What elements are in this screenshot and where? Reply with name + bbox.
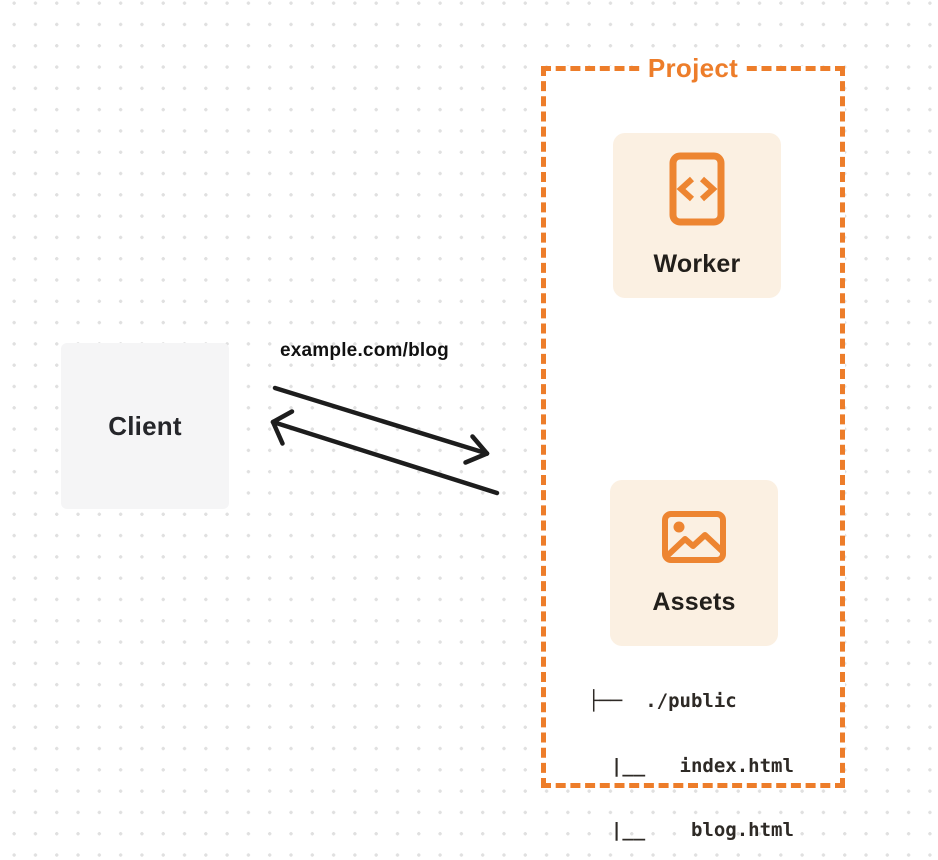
client-label: Client [108,410,182,441]
assets-label: Assets [652,587,736,616]
file-tree-line: |__ index.html [588,754,794,777]
project-label: Project [640,54,746,82]
worker-label: Worker [653,250,741,278]
worker-node: Worker [613,133,781,298]
client-node: Client [61,343,229,509]
request-arrow [272,385,490,465]
assets-node: Assets [610,480,778,646]
file-tree-line: |__ blog.html [588,819,794,841]
assets-file-tree: ├── ./public |__ index.html |__ blog.htm… [588,648,794,860]
request-response-arrows [270,385,500,496]
request-url-label: example.com/blog [280,340,449,361]
code-file-icon [669,152,725,226]
image-icon [662,510,726,563]
project-boundary: Project Worker Assets ├── ./public |__ i… [541,54,845,841]
response-arrow [270,409,500,496]
file-tree-line: ├── ./public [588,690,737,712]
